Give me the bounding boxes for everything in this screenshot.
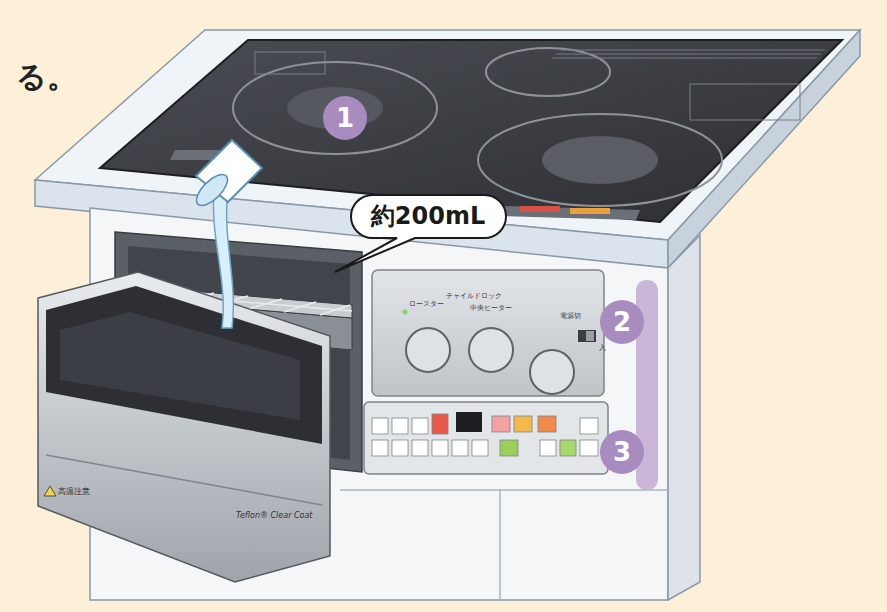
grill-door [38,272,330,582]
control-panel-part [469,328,513,372]
glass-top-part [233,62,437,154]
glass-top-part [486,48,610,96]
glass-top-part [690,84,800,120]
glass-top-part [478,114,722,206]
button-panel-part [492,416,510,432]
grill-door-part [60,312,300,420]
cabinet-part [340,489,668,491]
button-panel-part-part [392,440,408,456]
water-cup-part [213,190,233,328]
button-panel-part-part [540,440,556,456]
cabinet-part [499,490,501,600]
glass-top-part [542,136,658,184]
control-panel-part [530,350,574,394]
button-panel-part-part [580,418,598,434]
bubble-outline [335,195,506,272]
water-cup-part [191,169,232,210]
warning-label: 高温注意 [58,488,90,497]
glass-top-part [255,52,325,74]
glass-top-part-part [560,50,825,51]
glass-top-part-part [552,58,817,59]
water-cup [191,140,262,328]
button-panel-part-part [580,440,598,456]
button-panel-part [364,402,608,474]
control-panel-part [586,331,594,341]
glass-top-part [570,208,610,214]
callout-number: 2 [600,300,644,344]
button-panel-part [500,440,518,456]
control-panel-part [372,270,604,396]
heading-fragment: る。 [16,60,77,93]
callout-text: 1 [336,104,354,133]
control-panel-part [578,330,596,342]
button-panel-part [372,418,598,456]
glass-top-part-part [556,54,821,55]
button-panel-part [456,412,482,432]
panel-label: 中央ヒーター [470,305,512,313]
control-panel-part [406,328,450,372]
callout-number: 1 [323,96,367,140]
button-panel-part-part [452,440,468,456]
button-panel-part-part [472,440,488,456]
grill-door-part [46,455,322,505]
button-panel-part [432,414,448,434]
glass-top-part [552,50,825,58]
button-panel [364,402,608,474]
bubble-text: 約200mL [371,203,486,229]
control-panel-part [403,310,408,315]
speech-bubble: 約200mL [351,195,506,238]
button-panel-part-part [372,418,388,434]
panel-label: ロースター [409,301,444,309]
panel-label: チャイルドロック [446,293,502,301]
button-panel-part-part [392,418,408,434]
button-panel-part [514,416,532,432]
grill-door-part [46,286,322,444]
callout-text: 3 [613,438,631,467]
button-panel-part-part [372,440,388,456]
button-panel-part-part [412,440,428,456]
cabinet-part [668,235,700,600]
brand-label: Teflon® Clear Coat [236,512,312,521]
grill-door-part [44,486,56,496]
button-panel-part-part [432,440,448,456]
callout-number: 3 [600,430,644,474]
button-panel-part [560,440,576,456]
button-panel-part-part [412,418,428,434]
panel-label: 入 [599,345,606,353]
callout-text: 2 [613,308,631,337]
button-panel-part [538,416,556,432]
glass-top-part [520,206,560,212]
grill-door-part [38,272,330,582]
control-panel [372,270,604,396]
panel-label: 電源切 [560,313,581,321]
